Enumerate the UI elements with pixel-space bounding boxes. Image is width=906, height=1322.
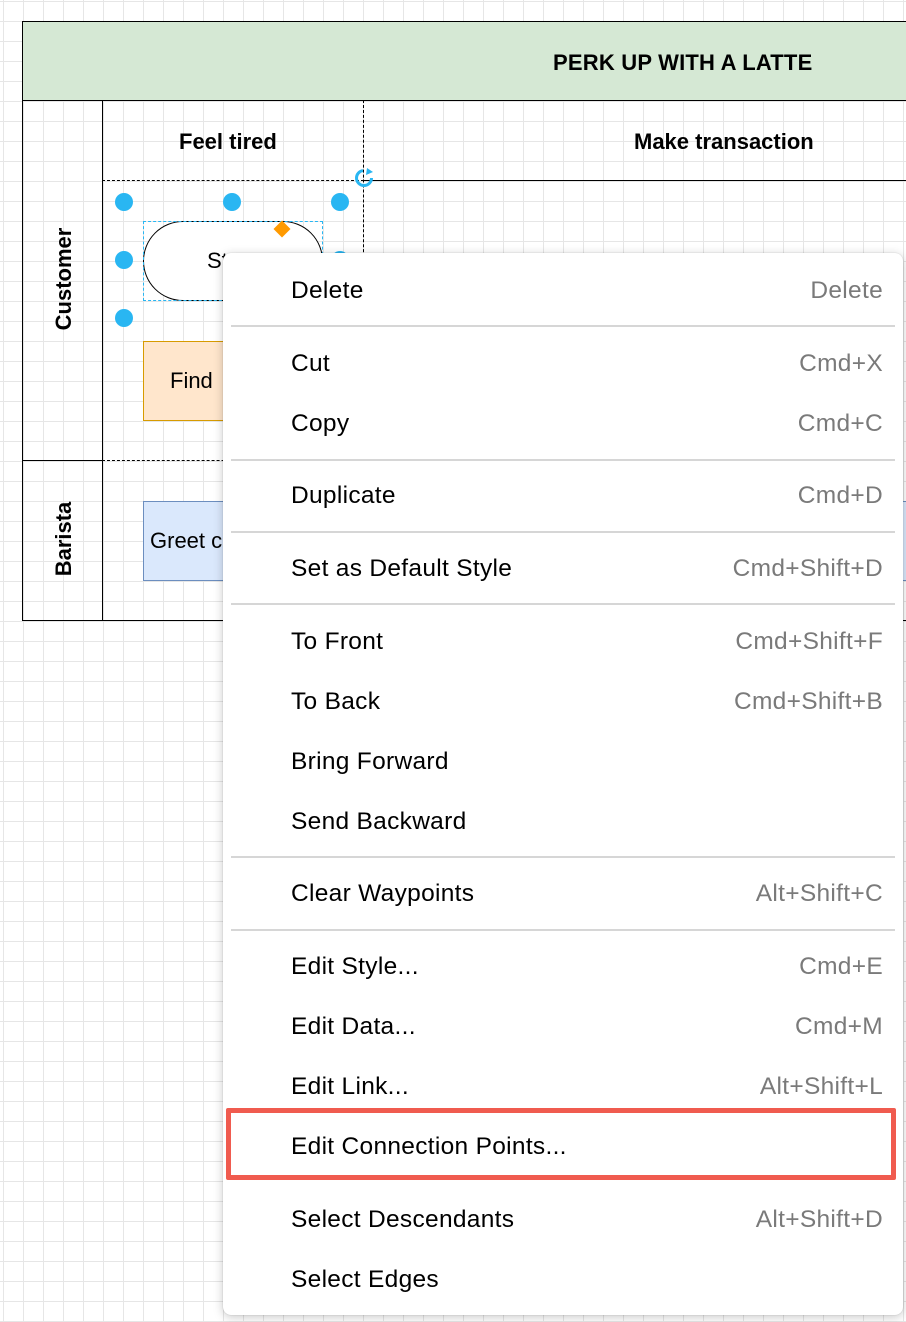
menu-item-to-front[interactable]: To Front Cmd+Shift+F bbox=[223, 612, 903, 672]
menu-separator bbox=[231, 929, 895, 931]
resize-handle-w[interactable] bbox=[115, 251, 133, 269]
menu-item-shortcut: Delete bbox=[810, 277, 883, 304]
menu-item-label: Delete bbox=[291, 277, 364, 304]
column-header-divider-dashed bbox=[102, 180, 364, 181]
menu-item-edit-connection-points[interactable]: Edit Connection Points... bbox=[223, 1117, 903, 1177]
resize-handle-n[interactable] bbox=[223, 193, 241, 211]
menu-item-edit-style[interactable]: Edit Style... Cmd+E bbox=[223, 937, 903, 997]
menu-item-edit-link[interactable]: Edit Link... Alt+Shift+L bbox=[223, 1057, 903, 1117]
find-shape-label: Find bbox=[170, 368, 213, 393]
resize-handle-sw[interactable] bbox=[115, 309, 133, 327]
menu-item-label: Edit Data... bbox=[291, 1013, 416, 1040]
menu-item-shortcut: Cmd+E bbox=[799, 953, 883, 980]
menu-item-delete[interactable]: Delete Delete bbox=[223, 261, 903, 321]
menu-item-shortcut: Cmd+Shift+D bbox=[732, 555, 883, 582]
column-left-dashed bbox=[102, 100, 103, 461]
menu-item-label: Edit Link... bbox=[291, 1073, 409, 1100]
menu-item-duplicate[interactable]: Duplicate Cmd+D bbox=[223, 466, 903, 526]
menu-item-shortcut: Cmd+Shift+F bbox=[735, 628, 883, 655]
menu-item-edit-data[interactable]: Edit Data... Cmd+M bbox=[223, 997, 903, 1057]
menu-separator bbox=[231, 856, 895, 858]
menu-item-shortcut: Alt+Shift+C bbox=[755, 880, 883, 907]
menu-item-shortcut: Cmd+Shift+B bbox=[733, 688, 883, 715]
menu-item-label: To Back bbox=[291, 688, 381, 715]
highlight-outline bbox=[226, 1108, 896, 1180]
lane-divider-left bbox=[22, 460, 103, 461]
menu-item-cut[interactable]: Cut Cmd+X bbox=[223, 334, 903, 394]
menu-item-clear-waypoints[interactable]: Clear Waypoints Alt+Shift+C bbox=[223, 864, 903, 924]
menu-item-to-back[interactable]: To Back Cmd+Shift+B bbox=[223, 672, 903, 732]
menu-item-label: Select Descendants bbox=[291, 1206, 515, 1233]
column-top-dashed bbox=[102, 100, 364, 101]
menu-item-copy[interactable]: Copy Cmd+C bbox=[223, 394, 903, 454]
menu-item-shortcut: Cmd+C bbox=[797, 410, 883, 437]
menu-item-shortcut: Cmd+X bbox=[799, 350, 883, 377]
menu-item-label: Select Edges bbox=[291, 1266, 439, 1293]
rotate-icon[interactable] bbox=[353, 167, 375, 189]
menu-item-shortcut: Cmd+M bbox=[795, 1013, 883, 1040]
menu-item-label: Clear Waypoints bbox=[291, 880, 475, 907]
menu-separator bbox=[231, 603, 895, 605]
menu-item-shortcut: Alt+Shift+L bbox=[759, 1073, 883, 1100]
menu-item-label: Send Backward bbox=[291, 808, 467, 835]
menu-item-select-edges[interactable]: Select Edges bbox=[223, 1250, 903, 1310]
menu-item-select-descendants[interactable]: Select Descendants Alt+Shift+D bbox=[223, 1190, 903, 1250]
menu-item-label: Copy bbox=[291, 410, 350, 437]
column-label-make-transaction[interactable]: Make transaction bbox=[634, 129, 814, 154]
pool-header[interactable]: PERK UP WITH A LATTE bbox=[22, 21, 906, 101]
lane-label-customer[interactable]: Customer bbox=[51, 227, 76, 331]
lane-label-barista[interactable]: Barista bbox=[51, 501, 76, 577]
menu-item-bring-forward[interactable]: Bring Forward bbox=[223, 732, 903, 792]
menu-separator bbox=[231, 459, 895, 461]
column-header-divider bbox=[363, 180, 906, 181]
resize-handle-nw[interactable] bbox=[115, 193, 133, 211]
menu-item-set-default-style[interactable]: Set as Default Style Cmd+Shift+D bbox=[223, 539, 903, 599]
pool-title: PERK UP WITH A LATTE bbox=[553, 50, 813, 75]
column-label-feel-tired[interactable]: Feel tired bbox=[179, 129, 277, 154]
menu-item-shortcut: Alt+Shift+D bbox=[755, 1206, 883, 1233]
menu-item-send-backward[interactable]: Send Backward bbox=[223, 792, 903, 852]
resize-handle-ne[interactable] bbox=[331, 193, 349, 211]
menu-item-label: Set as Default Style bbox=[291, 555, 513, 582]
menu-item-label: Bring Forward bbox=[291, 748, 449, 775]
greet-shape-label: Greet c bbox=[150, 528, 223, 553]
menu-separator bbox=[231, 325, 895, 327]
menu-item-label: To Front bbox=[291, 628, 384, 655]
start-shape-label: St bbox=[207, 248, 228, 273]
menu-item-label: Duplicate bbox=[291, 482, 396, 509]
menu-item-label: Edit Style... bbox=[291, 953, 419, 980]
menu-item-shortcut: Cmd+D bbox=[797, 482, 883, 509]
context-menu: Delete Delete Cut Cmd+X Copy Cmd+C Dupli… bbox=[223, 253, 903, 1315]
menu-item-label: Cut bbox=[291, 350, 331, 377]
menu-item-label: Edit Connection Points... bbox=[291, 1133, 567, 1160]
menu-separator bbox=[231, 531, 895, 533]
